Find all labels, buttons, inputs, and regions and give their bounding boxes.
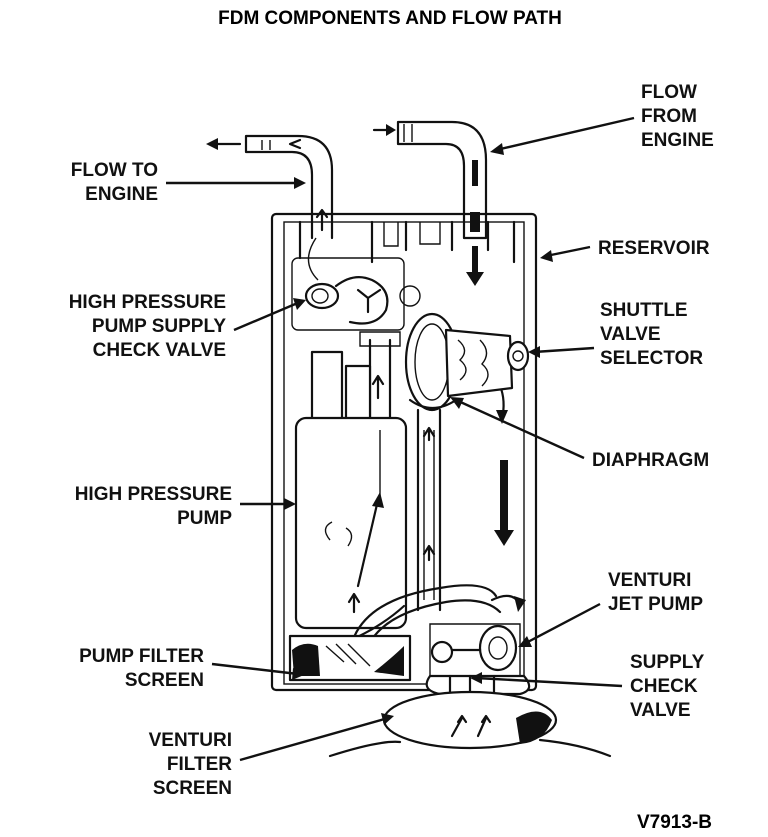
flow-arrow-down-lower <box>494 460 514 546</box>
flow-from-engine-tube <box>372 120 488 240</box>
label-reservoir: RESERVOIR <box>598 238 710 259</box>
label-line: PUMP SUPPLY <box>92 316 226 337</box>
label-line: RESERVOIR <box>598 238 710 259</box>
label-line: CHECK <box>630 676 698 697</box>
flow-to-engine-tube <box>206 134 334 240</box>
label-line: ENGINE <box>85 184 158 205</box>
venturi-filter-assembly <box>328 674 612 758</box>
leader-pump-filter-screen <box>211 662 299 676</box>
figure-id: V7913-B <box>637 812 712 833</box>
label-venturi-filter-screen: VENTURI FILTER SCREEN <box>149 730 233 799</box>
label-line: SCREEN <box>125 670 204 691</box>
label-hp-supply-check-valve: HIGH PRESSURE PUMP SUPPLY CHECK VALVE <box>69 292 227 361</box>
reservoir-housing <box>270 212 538 692</box>
label-line: DIAPHRAGM <box>592 450 709 471</box>
label-high-pressure-pump: HIGH PRESSURE PUMP <box>75 484 233 529</box>
leader-shuttle-valve-selector <box>533 346 595 354</box>
internal-channels <box>359 331 442 612</box>
label-venturi-jet-pump: VENTURI JET PUMP <box>608 570 703 615</box>
label-line: FLOW <box>641 82 697 103</box>
label-line: PUMP FILTER <box>79 646 204 667</box>
label-diaphragm: DIAPHRAGM <box>592 450 709 471</box>
label-line: VALVE <box>600 324 661 345</box>
label-line: VENTURI <box>608 570 691 591</box>
label-line: VENTURI <box>149 730 232 751</box>
label-line: SHUTTLE <box>600 300 688 321</box>
leader-diaphragm <box>455 398 585 460</box>
label-line: VALVE <box>630 700 691 721</box>
label-line: CHECK VALVE <box>93 340 226 361</box>
label-line: FILTER <box>167 754 232 775</box>
label-line: FLOW TO <box>71 160 158 181</box>
label-pump-filter-screen: PUMP FILTER SCREEN <box>79 646 204 691</box>
label-flow-from-engine: FLOW FROM ENGINE <box>641 82 714 151</box>
label-line: PUMP <box>177 508 232 529</box>
label-flow-to-engine: FLOW TO ENGINE <box>71 160 158 205</box>
label-line: SELECTOR <box>600 348 703 369</box>
label-line: JET PUMP <box>608 594 703 615</box>
label-line: FROM <box>641 106 697 127</box>
label-supply-check-valve: SUPPLY CHECK VALVE <box>630 652 705 721</box>
label-line: HIGH PRESSURE <box>69 292 226 313</box>
shuttle-valve-diaphragm <box>404 312 530 412</box>
venturi-jet-pump <box>429 623 521 677</box>
diagram-title: FDM COMPONENTS AND FLOW PATH <box>218 8 562 29</box>
label-line: HIGH PRESSURE <box>75 484 232 505</box>
hp-supply-check-valve <box>291 237 421 331</box>
leader-venturi-jet-pump <box>523 602 601 646</box>
leader-flow-from-engine <box>495 116 635 152</box>
high-pressure-pump <box>294 350 408 630</box>
label-line: SUPPLY <box>630 652 705 673</box>
pump-filter-screen <box>288 634 412 682</box>
flow-arrow-down-upper <box>466 246 484 286</box>
leader-venturi-filter-screen <box>239 716 389 762</box>
leader-hp-supply-check-valve <box>233 300 301 332</box>
leader-reservoir <box>545 245 591 258</box>
fdm-assembly-drawing <box>206 120 612 758</box>
label-line: ENGINE <box>641 130 714 151</box>
label-line: SCREEN <box>153 778 232 799</box>
leader-supply-check-valve <box>475 676 623 688</box>
label-shuttle-valve-selector: SHUTTLE VALVE SELECTOR <box>600 300 703 369</box>
